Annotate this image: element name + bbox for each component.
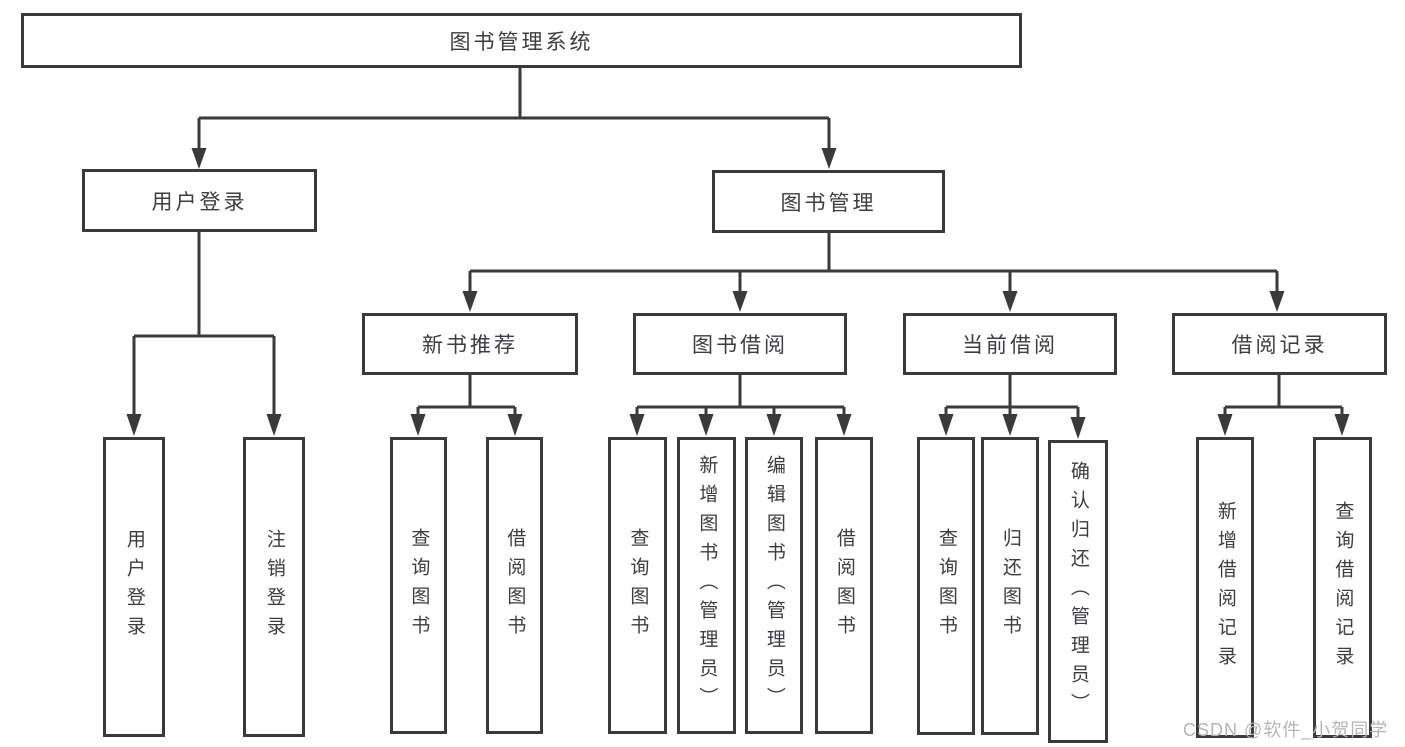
arrowhead-bb-add-book [698, 414, 714, 436]
connector-book-management-to-level3 [468, 233, 1279, 293]
arrowhead-nbr-borrow-book [507, 414, 523, 436]
node-current-borrow-label: 当前借阅 [962, 334, 1058, 357]
node-current-borrow: 当前借阅 [903, 313, 1117, 375]
leaf-user-login-label: 用户登录 [123, 529, 145, 645]
node-new-book-recommend: 新书推荐 [362, 313, 578, 375]
connector-current-borrow-to-leaves [944, 375, 1080, 419]
node-user-login: 用户登录 [82, 169, 317, 232]
connector-new-book-recommend-to-leaves [416, 375, 517, 416]
arrowhead-book-management [821, 148, 837, 169]
leaf-nbr-query-book-label: 查询图书 [408, 527, 430, 644]
node-book-borrow-label: 图书借阅 [692, 334, 788, 357]
leaf-user-login: 用户登录 [103, 437, 165, 737]
leaf-cb-query-book-label: 查询图书 [935, 528, 957, 644]
leaf-nbr-query-book: 查询图书 [390, 437, 447, 734]
leaf-bb-query-book-label: 查询图书 [627, 527, 649, 644]
node-root: 图书管理系统 [21, 13, 1022, 68]
leaf-bb-edit-book-admin: 编辑图书（管理员） [745, 437, 803, 734]
leaf-bb-add-book-admin-label: 新增图书（管理员） [696, 455, 718, 716]
leaf-cb-confirm-return-admin: 确认归还（管理员） [1048, 440, 1108, 743]
node-book-management: 图书管理 [712, 170, 945, 233]
arrowhead-bb-borrow-book [836, 414, 852, 436]
leaf-br-query-record-label: 查询借阅记录 [1332, 500, 1354, 675]
arrowhead-cb-return-book [1002, 414, 1018, 436]
leaf-cb-confirm-return-admin-label: 确认归还（管理员） [1067, 461, 1089, 722]
leaf-logout: 注销登录 [243, 437, 305, 737]
node-borrow-record: 借阅记录 [1172, 313, 1387, 375]
connector-book-borrow-to-leaves [635, 375, 846, 416]
leaf-cb-return-book-label: 归还图书 [999, 528, 1021, 644]
leaf-bb-edit-book-admin-label: 编辑图书（管理员） [763, 455, 785, 716]
connector-borrow-record-to-leaves [1223, 375, 1344, 416]
arrowhead-user-login [191, 148, 207, 169]
node-book-borrow: 图书借阅 [633, 313, 847, 375]
arrowhead-br-add-record [1217, 414, 1233, 436]
node-user-login-label: 用户登录 [151, 190, 248, 214]
connector-user-login-to-leaves [132, 232, 276, 416]
csdn-watermark: CSDN @软件_小贺同学 [1183, 720, 1389, 740]
arrowhead-bb-edit-book [766, 414, 782, 436]
arrowhead-bb-query-book [629, 414, 645, 436]
leaf-cb-query-book: 查询图书 [917, 437, 975, 735]
arrowhead-current-borrow [1002, 291, 1018, 312]
leaf-nbr-borrow-book-label: 借阅图书 [504, 527, 526, 644]
arrowhead-nbr-query-book [410, 414, 426, 436]
arrowhead-leaf-user-login [126, 414, 142, 436]
leaf-br-add-record: 新增借阅记录 [1196, 437, 1254, 738]
leaf-cb-return-book: 归还图书 [981, 437, 1039, 735]
leaf-nbr-borrow-book: 借阅图书 [486, 437, 543, 734]
leaf-bb-borrow-book-label: 借阅图书 [833, 527, 855, 644]
node-borrow-record-label: 借阅记录 [1231, 334, 1328, 357]
leaf-br-add-record-label: 新增借阅记录 [1214, 500, 1236, 675]
arrowhead-cb-confirm-return [1070, 417, 1086, 439]
node-new-book-recommend-label: 新书推荐 [422, 334, 518, 357]
node-book-management-label: 图书管理 [780, 191, 877, 215]
arrowhead-borrow-record [1269, 291, 1285, 312]
node-root-label: 图书管理系统 [449, 30, 594, 54]
leaf-logout-label: 注销登录 [263, 529, 285, 645]
leaf-br-query-record: 查询借阅记录 [1313, 437, 1372, 738]
connector-root-to-level2 [197, 68, 831, 150]
leaf-bb-add-book-admin: 新增图书（管理员） [677, 437, 736, 734]
arrowhead-leaf-logout [266, 414, 282, 436]
arrowhead-cb-query-book [938, 414, 954, 436]
leaf-bb-query-book: 查询图书 [608, 437, 667, 734]
arrowhead-new-book-recommend [462, 291, 478, 312]
arrowhead-br-query-record [1334, 414, 1350, 436]
leaf-bb-borrow-book: 借阅图书 [815, 437, 873, 734]
arrowhead-book-borrow [732, 291, 748, 312]
